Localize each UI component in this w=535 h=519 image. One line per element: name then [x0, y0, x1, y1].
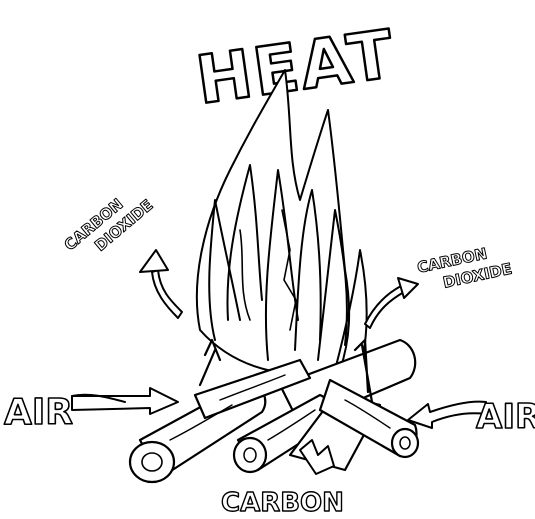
log-left-end [130, 442, 174, 482]
arrow-co2-right-shaft [365, 286, 404, 328]
arrow-co2-right-head [398, 278, 418, 298]
air-left-label: AIR [4, 392, 73, 433]
arrow-co2-left-head [140, 250, 168, 272]
carbon-label: CARBON [221, 488, 344, 518]
arrow-co2-left-shaft [152, 270, 182, 318]
heat-label: HEAT [192, 15, 400, 119]
carbon-dioxide-left-label: CARBON DIOXIDE [61, 181, 157, 270]
log-right-end [392, 429, 418, 457]
air-right-label: AIR [476, 397, 535, 437]
log-center-left-end [234, 438, 266, 472]
carbon-dioxide-right-label: CARBON DIOXIDE [416, 240, 514, 296]
arrow-air-right [408, 402, 486, 428]
